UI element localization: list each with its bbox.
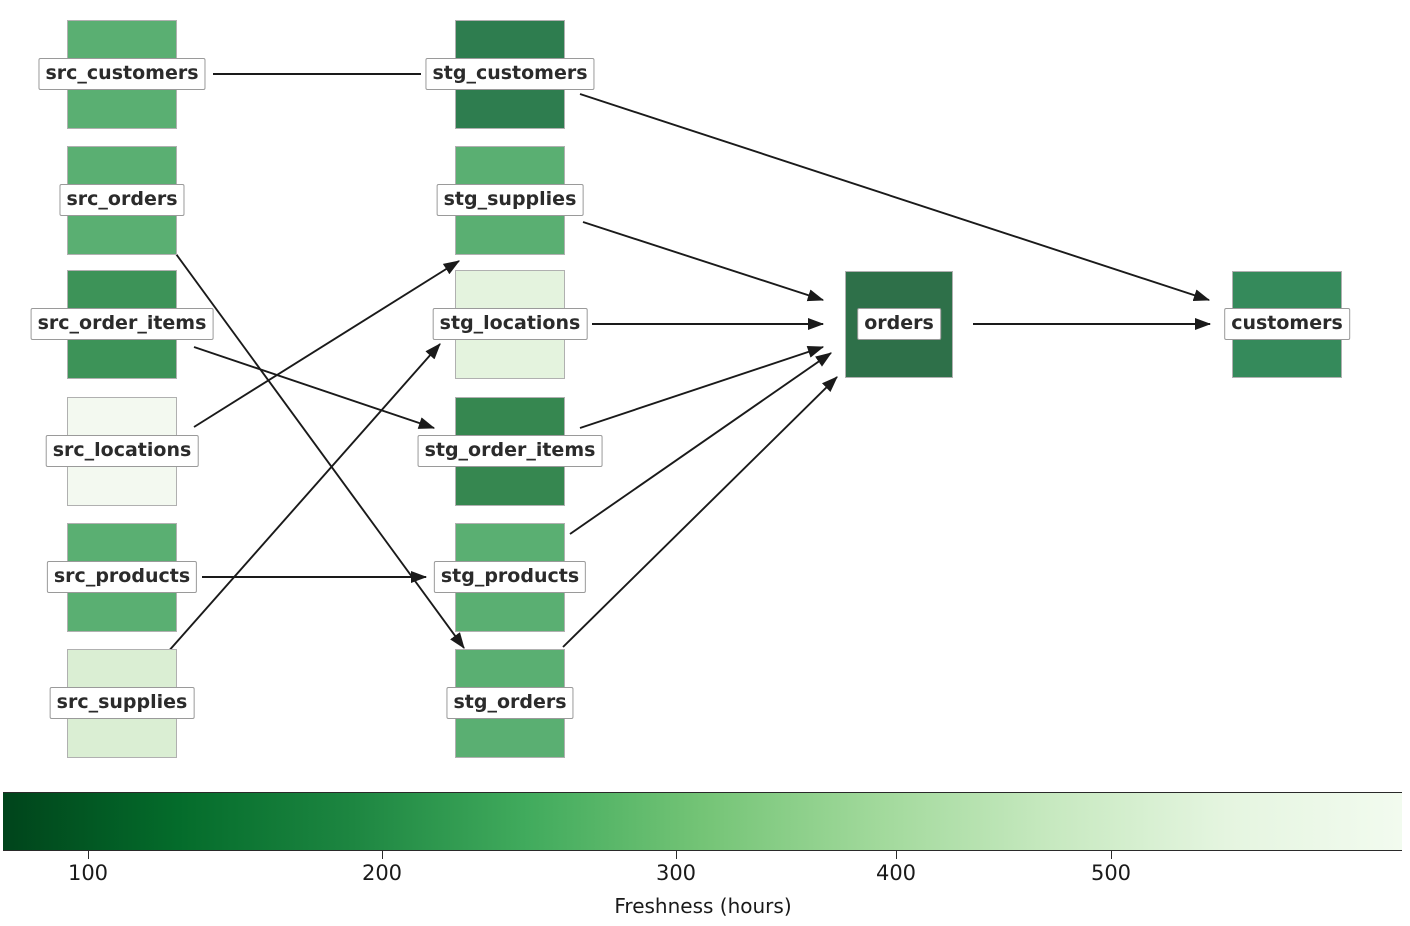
node-label-stg_orders[interactable]: stg_orders (446, 687, 574, 719)
node-label-stg_order_items[interactable]: stg_order_items (417, 435, 603, 467)
edge-stg_customers-to-customers (579, 93, 1211, 302)
colorbar-gradient (3, 792, 1402, 851)
edge-stg_orders-to-orders (562, 376, 838, 648)
colorbar-tick-label-300: 300 (655, 861, 697, 885)
edge-stg_products-to-orders (569, 352, 832, 535)
edge-src_order_items-to-stg_order_items (193, 346, 436, 429)
colorbar-tick-label-500: 500 (1090, 861, 1132, 885)
colorbar-tick-100 (88, 851, 90, 859)
colorbar-axis-label: Freshness (hours) (614, 894, 792, 918)
colorbar-tick-400 (896, 851, 898, 859)
colorbar-tick-label-100: 100 (67, 861, 109, 885)
node-label-orders[interactable]: orders (857, 308, 941, 340)
node-label-src_locations[interactable]: src_locations (45, 435, 199, 467)
colorbar-tick-label-400: 400 (875, 861, 917, 885)
edge-src_supplies-to-stg_supplies (166, 343, 441, 654)
edge-src_locations-to-stg_locations (193, 260, 460, 428)
node-label-customers[interactable]: customers (1224, 308, 1350, 340)
edge-layer (166, 73, 1212, 654)
node-label-src_customers[interactable]: src_customers (38, 58, 206, 90)
edge-stg_supplies-to-orders (582, 221, 825, 302)
colorbar-tick-300 (676, 851, 678, 859)
node-label-src_supplies[interactable]: src_supplies (49, 687, 195, 719)
colorbar-tick-200 (382, 851, 384, 859)
node-label-src_order_items[interactable]: src_order_items (30, 308, 214, 340)
node-label-stg_products[interactable]: stg_products (433, 561, 587, 593)
node-label-stg_locations[interactable]: stg_locations (432, 308, 588, 340)
colorbar-tick-label-200: 200 (361, 861, 403, 885)
edges-group (166, 73, 1212, 654)
node-label-src_orders[interactable]: src_orders (59, 184, 185, 216)
colorbar: 100 200 300 400 500 Freshness (hours) (0, 780, 1410, 926)
edge-stg_order_items-to-orders (579, 346, 825, 429)
node-label-stg_supplies[interactable]: stg_supplies (436, 184, 584, 216)
node-label-src_products[interactable]: src_products (46, 561, 198, 593)
node-label-stg_customers[interactable]: stg_customers (425, 58, 595, 90)
colorbar-tick-500 (1111, 851, 1113, 859)
